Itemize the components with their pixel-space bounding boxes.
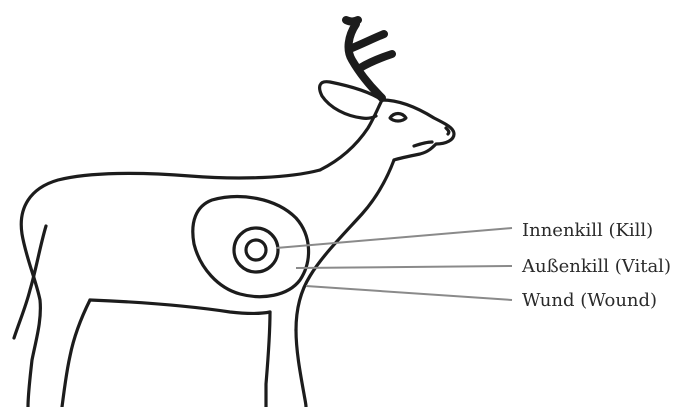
kill-label: Innenkill (Kill) bbox=[522, 220, 653, 241]
vital-leader-line bbox=[296, 266, 512, 268]
leader-lines bbox=[276, 228, 512, 300]
zone-labels: Innenkill (Kill) Außenkill (Vital) Wund … bbox=[521, 220, 671, 311]
vital-label: Außenkill (Vital) bbox=[521, 256, 671, 277]
wound-leader-line bbox=[306, 286, 512, 300]
kill-leader-line bbox=[276, 228, 512, 248]
wound-label: Wund (Wound) bbox=[522, 290, 657, 311]
kill-zone-outer-ring bbox=[234, 228, 278, 272]
kill-zone-inner-ring bbox=[246, 240, 266, 260]
